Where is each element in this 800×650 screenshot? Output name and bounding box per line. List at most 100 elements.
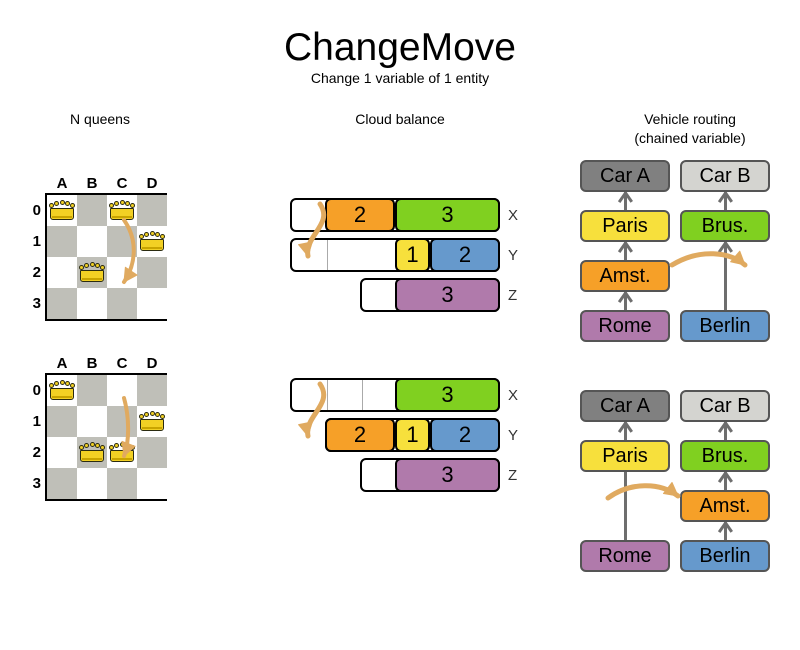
board-cell	[137, 288, 167, 319]
board-row-label: 0	[32, 382, 41, 399]
routing-link	[723, 242, 727, 310]
board-cell	[77, 468, 107, 499]
board-row-label: 2	[32, 264, 41, 281]
routing-node-label: Car B	[699, 164, 751, 187]
board-column-label: C	[116, 355, 128, 372]
section-header-nqueens: N queens	[70, 111, 130, 127]
routing-node: Car B	[680, 160, 770, 192]
queen-icon	[49, 380, 75, 402]
move-arrow-icon	[121, 396, 136, 458]
board-row-label: 1	[32, 413, 41, 430]
page-subtitle: Change 1 variable of 1 entity	[310, 70, 490, 86]
board-column-label: B	[86, 175, 98, 192]
board-cell	[77, 226, 107, 257]
routing-node: Amst.	[680, 490, 770, 522]
queen-icon	[139, 231, 165, 253]
page-title: ChangeMove	[284, 26, 516, 69]
cloud-process-value: 3	[441, 282, 454, 307]
board-column-label: A	[56, 175, 68, 192]
board-column-label: D	[146, 175, 158, 192]
cloud-bar-z: 3	[360, 278, 500, 312]
cloud-bar-label: Z	[508, 467, 518, 484]
cloud-process: 2	[430, 238, 500, 272]
routing-node: Car A	[580, 160, 670, 192]
routing-node-label: Rome	[598, 544, 652, 567]
cloud-process-value: 2	[353, 202, 367, 227]
routing-node-label: Car B	[699, 394, 751, 417]
cloud-bar-label: X	[508, 207, 519, 224]
board-row-label: 3	[32, 295, 41, 312]
cloud-process: 3	[395, 198, 500, 232]
board-cell	[107, 468, 137, 499]
routing-node-label: Amst.	[599, 264, 651, 287]
cloud-process-value: 1	[406, 242, 419, 267]
routing-link	[723, 422, 727, 440]
routing-node: Paris	[580, 210, 670, 242]
board-column-label: A	[56, 355, 68, 372]
cloud-process-value: 3	[441, 462, 454, 487]
cloud-bar-label: Z	[508, 287, 518, 304]
board-cell	[47, 226, 77, 257]
routing-node: Rome	[580, 540, 670, 572]
routing-node-label: Car A	[599, 394, 651, 417]
routing-link	[623, 292, 627, 310]
queen-icon	[79, 442, 105, 464]
move-arrow-icon	[669, 250, 748, 268]
board-cell	[137, 195, 167, 226]
cloud-process: 1	[395, 238, 430, 272]
board-cell	[47, 437, 77, 468]
queen-icon	[49, 200, 75, 222]
routing-node: Car B	[680, 390, 770, 422]
routing-node: Amst.	[580, 260, 670, 292]
board-cell	[77, 375, 107, 406]
section-header-vehicle-routing-line1: Vehicle routing	[644, 111, 736, 127]
routing-node-label: Berlin	[699, 314, 751, 337]
routing-node-label: Paris	[602, 444, 648, 467]
cloud-process-value: 2	[353, 422, 367, 447]
routing-node: Brus.	[680, 440, 770, 472]
routing-node: Berlin	[680, 310, 770, 342]
routing-node-label: Brus.	[701, 444, 749, 467]
board-cell	[107, 288, 137, 319]
routing-node-label: Car A	[599, 164, 651, 187]
board-row-label: 3	[32, 475, 41, 492]
board-cell	[107, 406, 137, 437]
routing-node-label: Berlin	[699, 544, 751, 567]
board-column-label: B	[86, 355, 98, 372]
routing-node-label: Rome	[598, 314, 652, 337]
move-arrow-icon	[298, 381, 327, 439]
cloud-bar-divider	[327, 240, 328, 270]
cloud-process: 2	[325, 198, 395, 232]
cloud-process-value: 1	[406, 422, 419, 447]
cloud-bar-label: X	[508, 387, 519, 404]
move-arrow-icon	[122, 218, 138, 284]
routing-node: Rome	[580, 310, 670, 342]
routing-link	[623, 192, 627, 210]
board-cell	[137, 257, 167, 288]
cloud-process: 3	[395, 458, 500, 492]
cloud-bar-divider	[327, 380, 328, 410]
cloud-bar-z: 3	[360, 458, 500, 492]
routing-link	[723, 522, 727, 540]
routing-link	[623, 422, 627, 440]
board-cell	[47, 468, 77, 499]
cloud-process: 3	[395, 378, 500, 412]
board-cell	[77, 195, 107, 226]
cloud-process: 1	[395, 418, 430, 452]
routing-link	[623, 472, 627, 540]
board-column-label: D	[146, 355, 158, 372]
cloud-process: 2	[325, 418, 395, 452]
board-cell	[137, 437, 167, 468]
section-header-cloud-balance: Cloud balance	[355, 111, 445, 127]
queen-icon	[109, 200, 135, 222]
routing-link	[623, 242, 627, 260]
routing-node-label: Paris	[602, 214, 648, 237]
cloud-bar-divider	[362, 380, 363, 410]
